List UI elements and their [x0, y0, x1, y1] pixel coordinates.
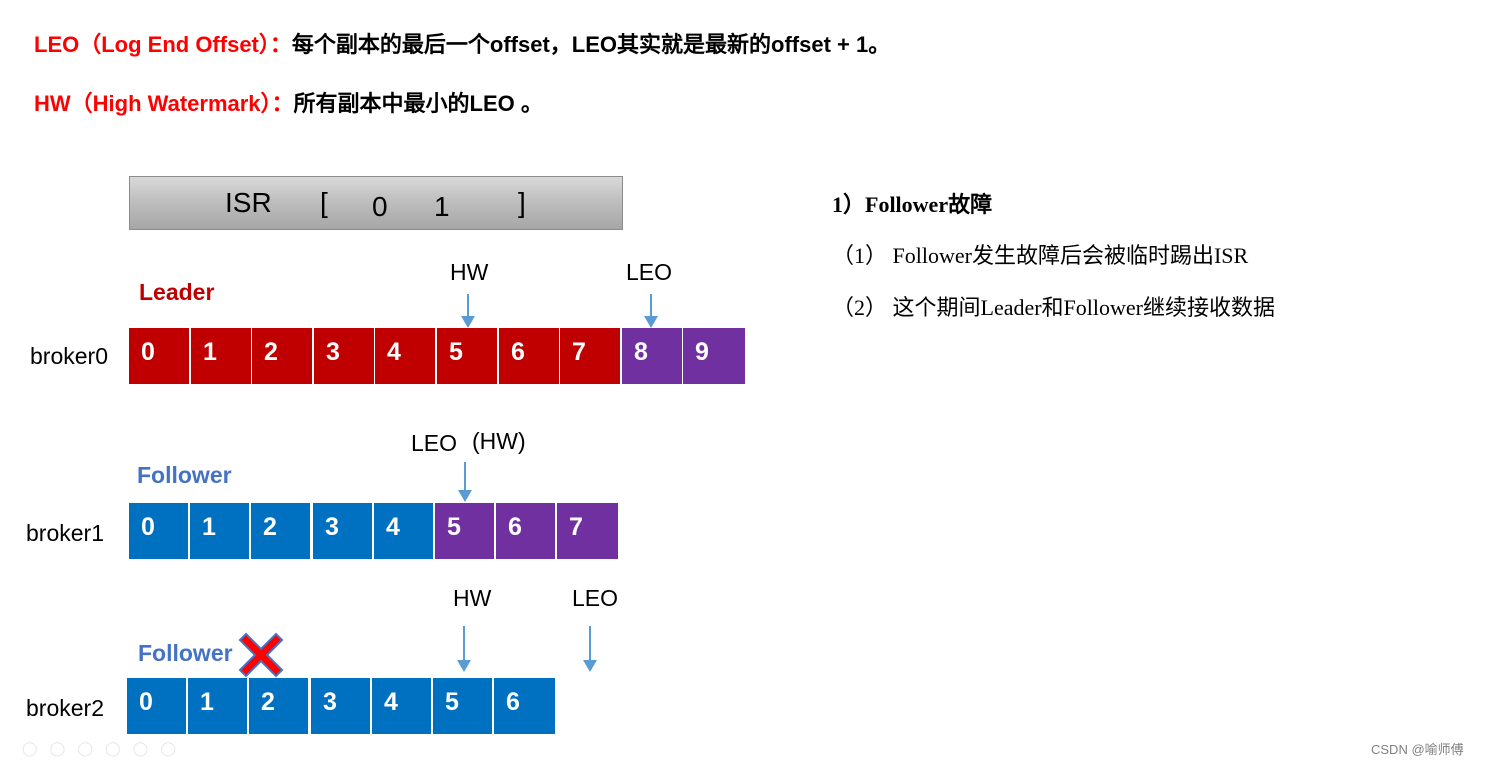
- isr-label: ISR: [225, 187, 272, 218]
- log-offset-cell: 0: [129, 503, 190, 559]
- broker1-hw-marker: (HW): [472, 428, 526, 454]
- broker2-leo-marker: LEO: [572, 585, 619, 611]
- log-offset-cell: 9: [683, 328, 745, 384]
- failure-title: 1）Follower故障: [832, 192, 993, 217]
- broker0-label: broker0: [30, 343, 108, 369]
- log-offset-cell: 4: [375, 328, 437, 384]
- log-offset-cell: 7: [560, 328, 622, 384]
- follower2-role-label: Follower: [138, 640, 233, 666]
- broker1-leo-arrow: [458, 462, 472, 502]
- failure-note-item: （1） Follower发生故障后会被临时踢出ISR: [832, 243, 1249, 268]
- broker1-label: broker1: [26, 520, 104, 546]
- leo-term: LEO（Log End Offset）：: [34, 32, 292, 57]
- isr-member: 1: [434, 191, 450, 222]
- log-offset-cell: 5: [437, 328, 499, 384]
- log-offset-cell: 2: [249, 678, 310, 734]
- log-offset-cell: 4: [372, 678, 433, 734]
- log-offset-cell: 4: [374, 503, 435, 559]
- leader-role-label: Leader: [139, 279, 215, 305]
- leo-definition: LEO（Log End Offset）：每个副本的最后一个offset，LEO其…: [34, 27, 890, 59]
- isr-member: 0: [372, 191, 388, 222]
- faint-circle-icon: ◯◯◯◯◯◯: [22, 740, 189, 756]
- log-offset-cell: 6: [496, 503, 557, 559]
- hw-description: 所有副本中最小的LEO 。: [293, 91, 543, 116]
- faint-toolbar: ◯◯◯◯◯◯: [22, 740, 188, 757]
- broker2-leo-arrow: [583, 626, 597, 672]
- isr-box: ISR [ 0 1 ]: [129, 176, 623, 230]
- broker0-leo-marker: LEO: [626, 259, 673, 285]
- log-offset-cell: 6: [494, 678, 555, 734]
- log-offset-cell: 6: [499, 328, 561, 384]
- log-offset-cell: 3: [313, 503, 374, 559]
- log-offset-cell: 2: [251, 503, 312, 559]
- hw-definition: HW（High Watermark）：所有副本中最小的LEO 。: [34, 86, 543, 118]
- log-offset-cell: 1: [188, 678, 249, 734]
- isr-close-bracket: ]: [518, 187, 526, 218]
- broker0-leo-arrow: [644, 294, 658, 328]
- log-offset-cell: 5: [433, 678, 494, 734]
- broker2-label: broker2: [26, 695, 104, 721]
- failure-x-icon: [238, 632, 284, 678]
- log-offset-cell: 3: [311, 678, 372, 734]
- log-offset-cell: 1: [191, 328, 253, 384]
- broker2-hw-marker: HW: [453, 585, 492, 611]
- hw-term: HW（High Watermark）：: [34, 91, 294, 116]
- watermark: CSDN @喻师傅: [1371, 742, 1464, 757]
- log-offset-cell: 1: [190, 503, 251, 559]
- log-offset-cell: 5: [435, 503, 496, 559]
- log-offset-cell: 8: [622, 328, 684, 384]
- log-offset-cell: 0: [129, 328, 191, 384]
- log-offset-cell: 3: [314, 328, 376, 384]
- broker1-leo-marker: LEO: [411, 430, 458, 456]
- broker0-hw-arrow: [461, 294, 475, 328]
- log-offset-cell: 0: [127, 678, 188, 734]
- leo-description: 每个副本的最后一个offset，LEO其实就是最新的offset + 1。: [291, 32, 891, 57]
- log-offset-cell: 7: [557, 503, 618, 559]
- isr-open-bracket: [: [320, 187, 328, 218]
- follower1-role-label: Follower: [137, 462, 232, 488]
- failure-note-item: （2） 这个期间Leader和Follower继续接收数据: [832, 295, 1275, 320]
- broker0-hw-marker: HW: [450, 259, 489, 285]
- log-offset-cell: 2: [252, 328, 314, 384]
- broker2-hw-arrow: [457, 626, 471, 672]
